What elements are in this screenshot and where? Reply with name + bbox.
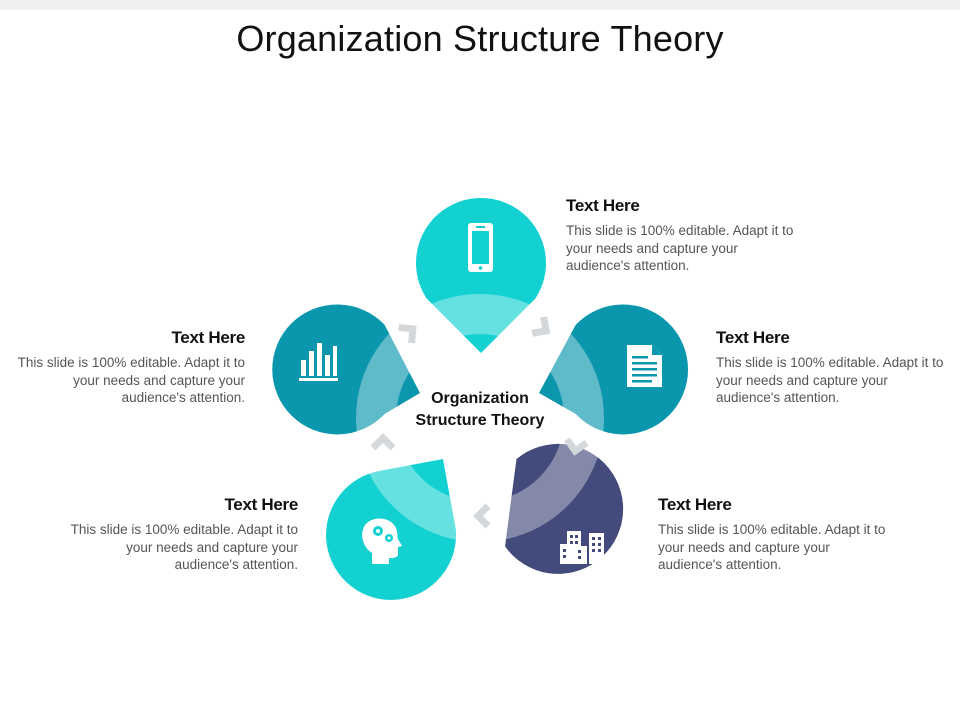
- text-block-heading: Text Here: [224, 495, 298, 514]
- top-bar: [0, 0, 960, 10]
- text-block-heading: Text Here: [566, 196, 640, 215]
- text-block-heading: Text Here: [658, 495, 732, 514]
- slide-title: Organization Structure Theory: [236, 18, 724, 59]
- text-block-heading: Text Here: [716, 328, 790, 347]
- petal-top: [416, 197, 547, 353]
- center-label: Organization Structure Theory: [380, 388, 580, 432]
- arrow-top-left: [398, 324, 417, 344]
- center-label-line2: Structure Theory: [415, 412, 545, 429]
- text-block-left: Text Here This slide is 100% editable. A…: [15, 328, 246, 407]
- text-block-right: Text Here This slide is 100% editable. A…: [716, 328, 946, 407]
- text-block-body: This slide is 100% editable. Adapt it to…: [716, 355, 944, 405]
- petal-right: [539, 304, 689, 435]
- buildings-icon: [560, 531, 604, 564]
- text-block-top: Text Here This slide is 100% editable. A…: [566, 196, 796, 275]
- petal-left: [272, 304, 420, 435]
- arrow-top-right: [531, 316, 551, 337]
- text-block-body: This slide is 100% editable. Adapt it to…: [566, 223, 794, 273]
- center-label-line1: Organization: [431, 390, 529, 407]
- head-gears-icon: [362, 518, 402, 564]
- text-block-body: This slide is 100% editable. Adapt it to…: [17, 355, 245, 405]
- bar-chart-icon: [299, 343, 338, 381]
- document-icon: [627, 345, 662, 387]
- text-block-body: This slide is 100% editable. Adapt it to…: [658, 522, 886, 572]
- text-block-bottom-left: Text Here This slide is 100% editable. A…: [68, 495, 299, 574]
- arrow-right: [564, 437, 589, 456]
- text-block-heading: Text Here: [171, 328, 245, 347]
- text-block-body: This slide is 100% editable. Adapt it to…: [70, 522, 298, 572]
- arrow-bottom: [473, 503, 491, 529]
- arrow-left: [370, 433, 396, 451]
- smartphone-icon: [468, 223, 493, 272]
- text-block-bottom-right: Text Here This slide is 100% editable. A…: [658, 495, 888, 574]
- ring-arrows: [370, 316, 589, 529]
